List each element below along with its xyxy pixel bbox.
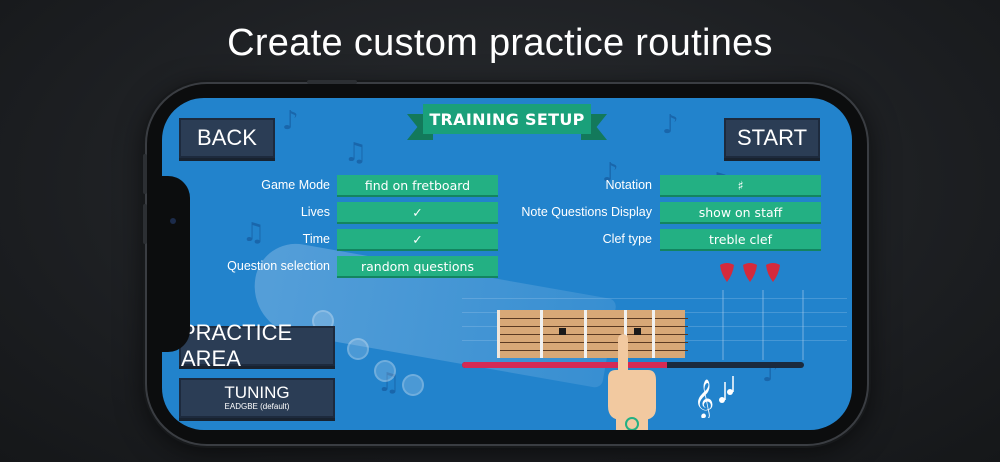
note-display-label: Note Questions Display bbox=[521, 205, 652, 219]
time-label: Time bbox=[302, 232, 330, 246]
screen-title: TRAINING SETUP bbox=[423, 104, 591, 134]
notation-label: Notation bbox=[605, 178, 652, 192]
question-selection-field[interactable]: random questions bbox=[337, 256, 498, 276]
tuning-value: EADGBE (default) bbox=[224, 402, 290, 411]
app-screen: ♪ ♫ ♪ ♫ ♪ ♫ ♪ ♫ BACK START TRAINING SETU… bbox=[162, 98, 852, 430]
time-toggle[interactable]: ✓ bbox=[337, 229, 498, 249]
pointing-hand-icon bbox=[608, 334, 656, 430]
music-notes-icon[interactable]: 𝄞 bbox=[692, 370, 738, 418]
game-mode-label: Game Mode bbox=[261, 178, 330, 192]
clef-type-label: Clef type bbox=[602, 232, 652, 246]
tuning-button[interactable]: TUNING EADGBE (default) bbox=[179, 378, 335, 418]
pick-life-icon bbox=[743, 263, 757, 282]
pick-life-icon bbox=[720, 263, 734, 282]
lives-toggle[interactable]: ✓ bbox=[337, 202, 498, 222]
note-display-field[interactable]: show on staff bbox=[660, 202, 821, 222]
fret-marker bbox=[559, 328, 566, 335]
notation-field[interactable]: ♯ bbox=[660, 175, 821, 195]
tuning-peg bbox=[374, 360, 396, 382]
question-selection-label: Question selection bbox=[227, 259, 330, 273]
headline: Create custom practice routines bbox=[227, 22, 773, 64]
phone-frame: ♪ ♫ ♪ ♫ ♪ ♫ ♪ ♫ BACK START TRAINING SETU… bbox=[143, 80, 867, 444]
title-banner: TRAINING SETUP bbox=[407, 104, 607, 146]
phone-side-button bbox=[143, 204, 147, 244]
back-button[interactable]: BACK bbox=[179, 118, 275, 158]
tuning-peg bbox=[402, 374, 424, 396]
lives-label: Lives bbox=[300, 205, 330, 219]
bg-fret bbox=[802, 290, 804, 360]
fret-marker bbox=[634, 328, 641, 335]
pick-life-icon bbox=[766, 263, 780, 282]
phone-top-button bbox=[307, 80, 357, 84]
practice-area-button[interactable]: PRACTICE AREA bbox=[179, 320, 335, 371]
phone-notch bbox=[162, 176, 190, 352]
phone-side-button bbox=[143, 154, 147, 194]
clef-type-field[interactable]: treble clef bbox=[660, 229, 821, 249]
practice-fretboard[interactable] bbox=[497, 310, 688, 358]
game-mode-field[interactable]: find on fretboard bbox=[337, 175, 498, 195]
practice-range-slider[interactable] bbox=[462, 362, 804, 368]
svg-text:𝄞: 𝄞 bbox=[694, 379, 714, 418]
bg-fret bbox=[722, 290, 724, 360]
bg-string bbox=[462, 298, 847, 299]
tuning-peg bbox=[347, 338, 369, 360]
start-button[interactable]: START bbox=[724, 118, 820, 158]
tuning-label: TUNING bbox=[224, 383, 290, 402]
practice-range-fill bbox=[462, 362, 668, 368]
bg-fret bbox=[762, 290, 764, 360]
